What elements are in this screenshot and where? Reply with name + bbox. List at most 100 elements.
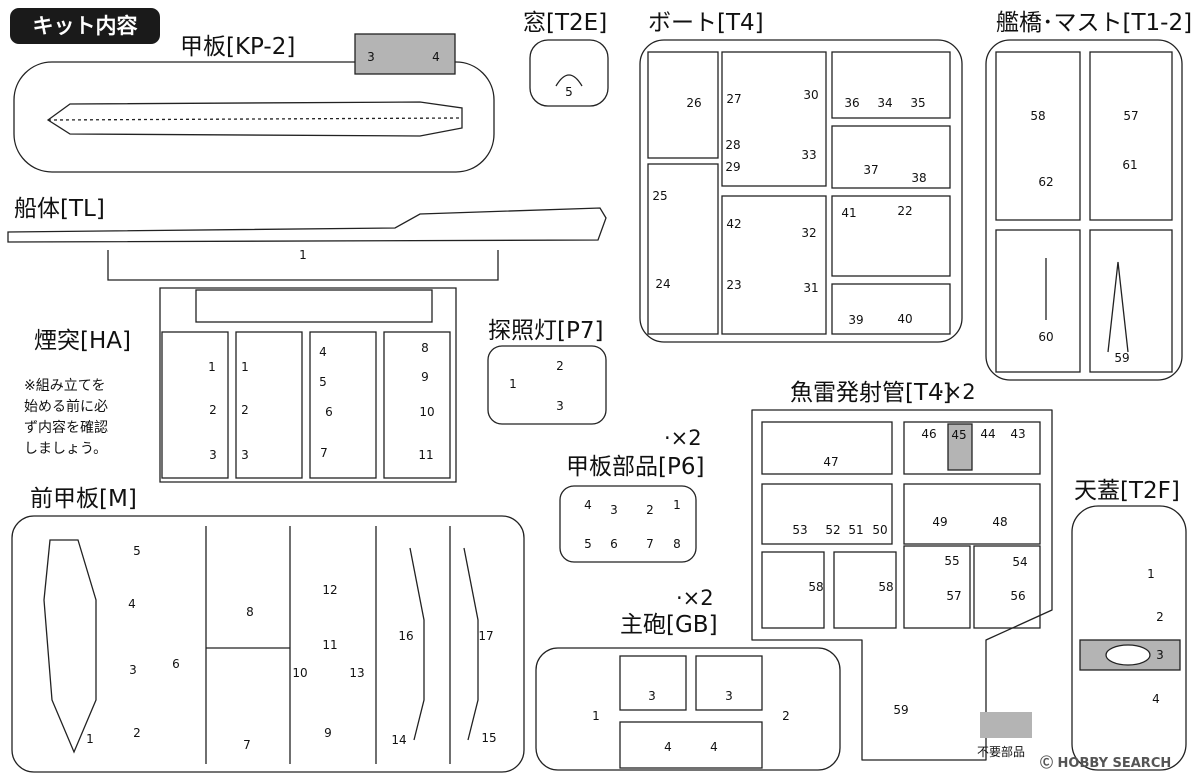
part-number: 40 xyxy=(897,312,913,326)
part-number: 51 xyxy=(848,523,864,537)
part-number: 42 xyxy=(726,217,742,231)
part-number: 4 xyxy=(584,498,592,512)
p7-frame xyxy=(487,345,607,425)
title-t4-torp: 魚雷発射管[T4] xyxy=(790,380,952,406)
part-number: 1 xyxy=(241,360,249,374)
part-number: 8 xyxy=(421,341,429,355)
part-number: 44 xyxy=(980,427,996,441)
title-t4-boat: ボート[T4] xyxy=(648,10,764,36)
part-number: 13 xyxy=(349,666,365,680)
part-number: 2 xyxy=(241,403,249,417)
ha-frame xyxy=(159,287,457,483)
title-kp2: 甲板[KP-2] xyxy=(180,34,296,60)
part-number: 26 xyxy=(686,96,702,110)
part-number: 2 xyxy=(646,503,654,517)
kp2-frame xyxy=(13,61,495,173)
multiplier-p6: ·×2 xyxy=(664,426,702,450)
part-number: 25 xyxy=(652,189,668,203)
part-number: 2 xyxy=(209,403,217,417)
part-number: 7 xyxy=(646,537,654,551)
part-number: 62 xyxy=(1038,175,1054,189)
part-number: 31 xyxy=(803,281,819,295)
part-number: 56 xyxy=(1010,589,1026,603)
part-number: 48 xyxy=(992,515,1008,529)
kp2-deck-part xyxy=(46,101,463,137)
part-number: 11 xyxy=(418,448,434,462)
part-number: 2 xyxy=(1156,610,1164,624)
t12-frame xyxy=(985,39,1183,381)
part-number: 32 xyxy=(801,226,817,240)
unused-parts-label: 不要部品 xyxy=(977,745,1026,759)
m-part-17 xyxy=(463,547,479,741)
m-part-16 xyxy=(409,547,425,741)
t2f-frame xyxy=(1071,505,1187,771)
part-number: 52 xyxy=(825,523,841,537)
part-number: 7 xyxy=(320,446,328,460)
part-number: 15 xyxy=(481,731,497,745)
part-number: 17 xyxy=(478,629,494,643)
part-number: 1 xyxy=(1147,567,1155,581)
unused-swatch xyxy=(980,712,1032,738)
part-number: 47 xyxy=(823,455,839,469)
part-number: 36 xyxy=(844,96,860,110)
t4-torp-frame xyxy=(751,409,1053,761)
title-ha: 煙突[HA] xyxy=(34,328,131,354)
tl-hull-part xyxy=(7,207,607,243)
part-number: 8 xyxy=(246,605,254,619)
part-number: 39 xyxy=(848,313,864,327)
m-frame xyxy=(11,515,525,773)
part-number: 61 xyxy=(1122,158,1138,172)
part-number: 34 xyxy=(877,96,893,110)
part-number: 33 xyxy=(801,148,817,162)
part-number: 5 xyxy=(133,544,141,558)
title-gb: 主砲[GB] xyxy=(620,612,718,638)
part-number: 4 xyxy=(664,740,672,754)
part-number: 3 xyxy=(129,663,137,677)
part-number: 60 xyxy=(1038,330,1054,344)
t2e-frame xyxy=(529,39,609,107)
t4-torp-unused-45 xyxy=(947,423,973,471)
part-number: 30 xyxy=(803,88,819,102)
part-number: 3 xyxy=(241,448,249,462)
title-t12: 艦橋･マスト[T1-2] xyxy=(996,10,1193,36)
part-number: 59 xyxy=(1114,351,1130,365)
part-number: 6 xyxy=(325,405,333,419)
part-number: 2 xyxy=(556,359,564,373)
part-number: 50 xyxy=(872,523,888,537)
part-number: 10 xyxy=(419,405,435,419)
part-number: 1 xyxy=(673,498,681,512)
part-number: 9 xyxy=(324,726,332,740)
part-number: 1 xyxy=(509,377,517,391)
t12-mast-parts xyxy=(1045,258,1129,353)
part-number: 41 xyxy=(841,206,857,220)
part-number: 11 xyxy=(322,638,338,652)
kp2-unused-gate xyxy=(354,33,456,75)
t2e-window-part xyxy=(555,74,583,87)
part-number: 3 xyxy=(725,689,733,703)
part-number: 3 xyxy=(556,399,564,413)
part-number: 5 xyxy=(565,85,573,99)
part-number: 3 xyxy=(1156,648,1164,662)
part-number: 16 xyxy=(398,629,414,643)
part-number: 10 xyxy=(292,666,308,680)
m-deck-part xyxy=(43,539,97,754)
part-number: 1 xyxy=(86,732,94,746)
part-number: 5 xyxy=(319,375,327,389)
multiplier-gb: ·×2 xyxy=(676,586,714,610)
part-number: 7 xyxy=(243,738,251,752)
part-number: 37 xyxy=(863,163,879,177)
part-number: 35 xyxy=(910,96,926,110)
part-number: 2 xyxy=(133,726,141,740)
part-number: 1 xyxy=(208,360,216,374)
part-number: 1 xyxy=(299,248,307,262)
part-number: 49 xyxy=(932,515,948,529)
part-number: 3 xyxy=(367,50,375,64)
part-number: 6 xyxy=(172,657,180,671)
part-number: 24 xyxy=(655,277,671,291)
p6-frame xyxy=(559,485,697,563)
title-m: 前甲板[M] xyxy=(30,486,137,512)
part-number: 4 xyxy=(432,50,440,64)
part-number: 54 xyxy=(1012,555,1028,569)
part-number: 45 xyxy=(951,428,967,442)
